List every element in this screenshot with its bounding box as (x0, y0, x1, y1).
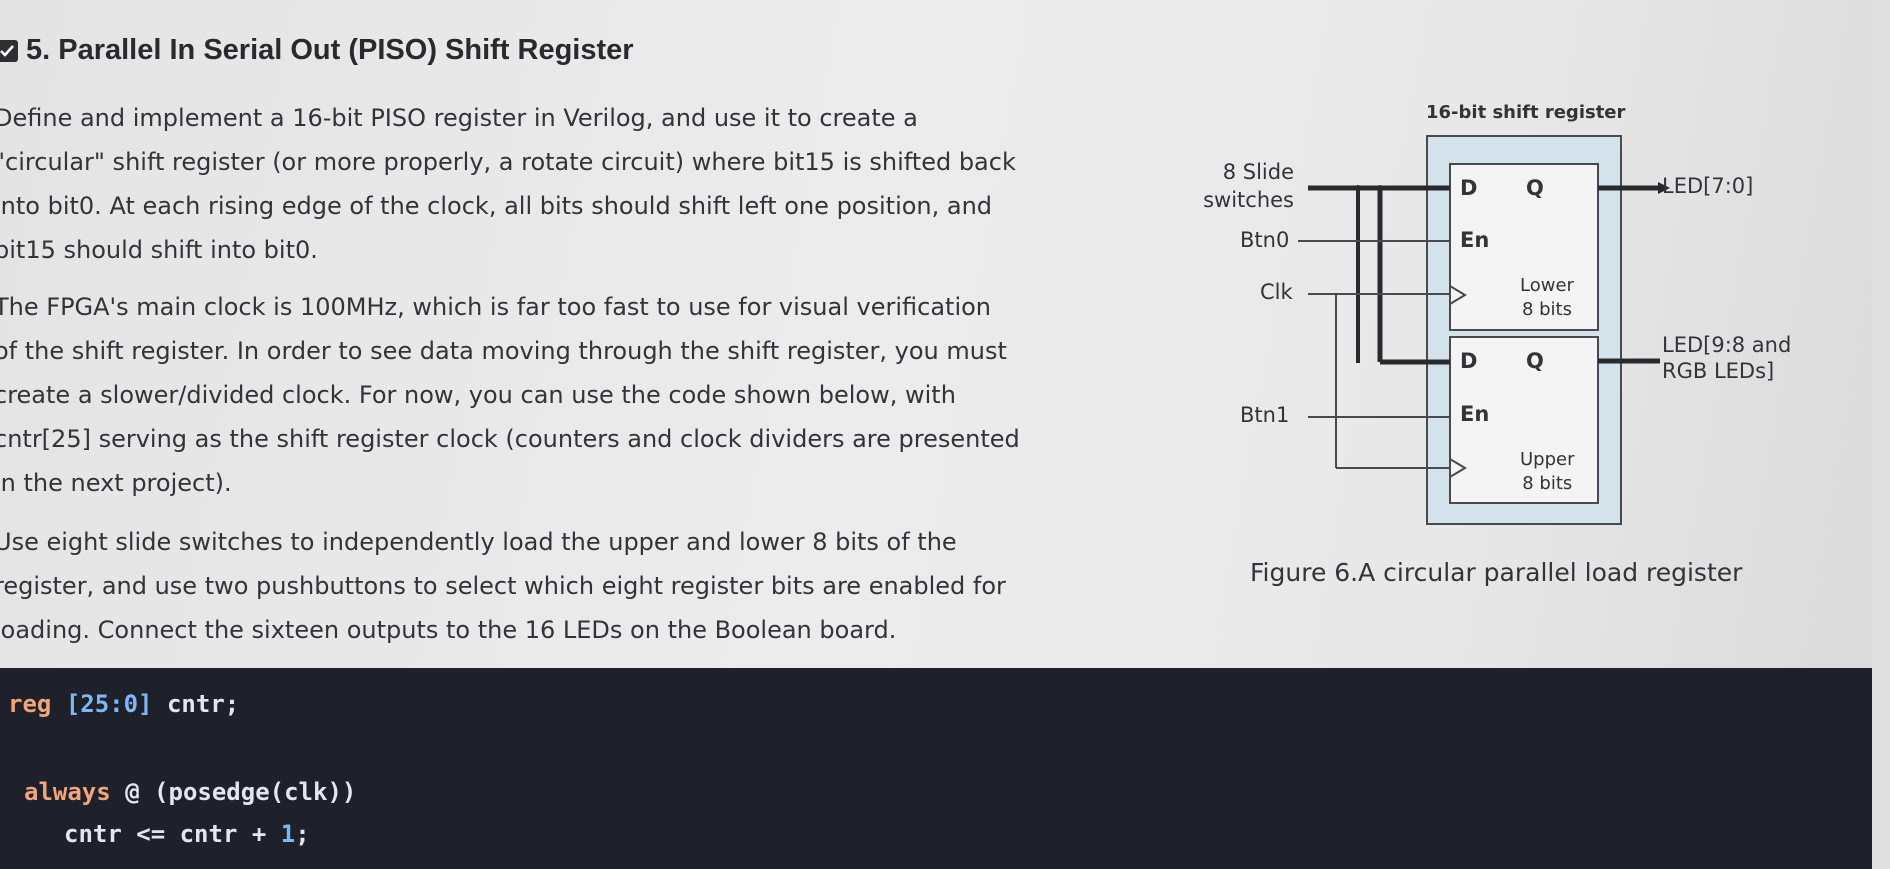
paragraph-line: of the shift register. In order to see d… (0, 337, 1007, 365)
code-line-3: cntr <= cntr + 1; (64, 820, 310, 848)
clk-label: Clk (1260, 280, 1293, 304)
paragraph-line: The FPGA's main clock is 100MHz, which i… (0, 293, 992, 321)
lower-en-label: En (1460, 228, 1490, 252)
upper-block-name: Upper 8 bits (1520, 449, 1575, 494)
upper-block (1449, 336, 1599, 504)
paragraph-line: "circular" shift register (or more prope… (0, 148, 1016, 176)
paragraph-line: in the next project). (0, 469, 232, 497)
figure-caption: Figure 6.A circular parallel load regist… (1250, 558, 1743, 587)
code-block[interactable]: reg [25:0] cntr; always @ (posedge(clk))… (0, 668, 1872, 869)
paragraph-3: Use eight slide switches to independentl… (0, 520, 1074, 652)
register-title: 16-bit shift register (1426, 102, 1626, 123)
section-title: 5. Parallel In Serial Out (PISO) Shift R… (26, 34, 634, 66)
upper-en-label: En (1460, 402, 1490, 426)
paragraph-line: create a slower/divided clock. For now, … (0, 381, 956, 409)
paragraph-line: into bit0. At each rising edge of the cl… (0, 192, 993, 220)
paragraph-line: Use eight slide switches to independentl… (0, 528, 957, 556)
page-edge (1872, 0, 1890, 869)
code-line-1: reg [25:0] cntr; (8, 690, 240, 718)
led-upper-label: LED[9:8 and RGB LEDs] (1662, 333, 1792, 383)
paragraph-line: register, and use two pushbuttons to sel… (0, 572, 1006, 600)
switches-label: 8 Slide switches (1203, 160, 1294, 212)
paragraph-line: Define and implement a 16-bit PISO regis… (0, 104, 918, 132)
btn1-label: Btn1 (1240, 403, 1290, 427)
lower-d-label: D (1460, 176, 1478, 200)
paragraph-line: bit15 should shift into bit0. (0, 236, 318, 264)
section-heading: 5. Parallel In Serial Out (PISO) Shift R… (0, 34, 634, 67)
btn0-label: Btn0 (1240, 228, 1290, 252)
upper-q-label: Q (1526, 349, 1544, 373)
paragraph-2: The FPGA's main clock is 100MHz, which i… (0, 285, 1074, 505)
paragraph-1: Define and implement a 16-bit PISO regis… (0, 96, 1074, 272)
checkbox-checked-icon[interactable] (0, 39, 18, 62)
lower-block-name: Lower 8 bits (1520, 275, 1574, 320)
upper-d-label: D (1460, 349, 1478, 373)
code-line-2: always @ (posedge(clk)) (24, 778, 357, 806)
lower-block (1449, 163, 1599, 331)
paragraph-line: loading. Connect the sixteen outputs to … (0, 616, 897, 644)
shift-register-diagram: 16-bit shift register 8 Slide switches B… (1180, 92, 1791, 537)
paragraph-line: cntr[25] serving as the shift register c… (0, 425, 1020, 453)
diagram-wires (1298, 135, 1670, 525)
led-lower-label: LED[7:0] (1662, 174, 1754, 198)
lower-q-label: Q (1526, 176, 1544, 200)
